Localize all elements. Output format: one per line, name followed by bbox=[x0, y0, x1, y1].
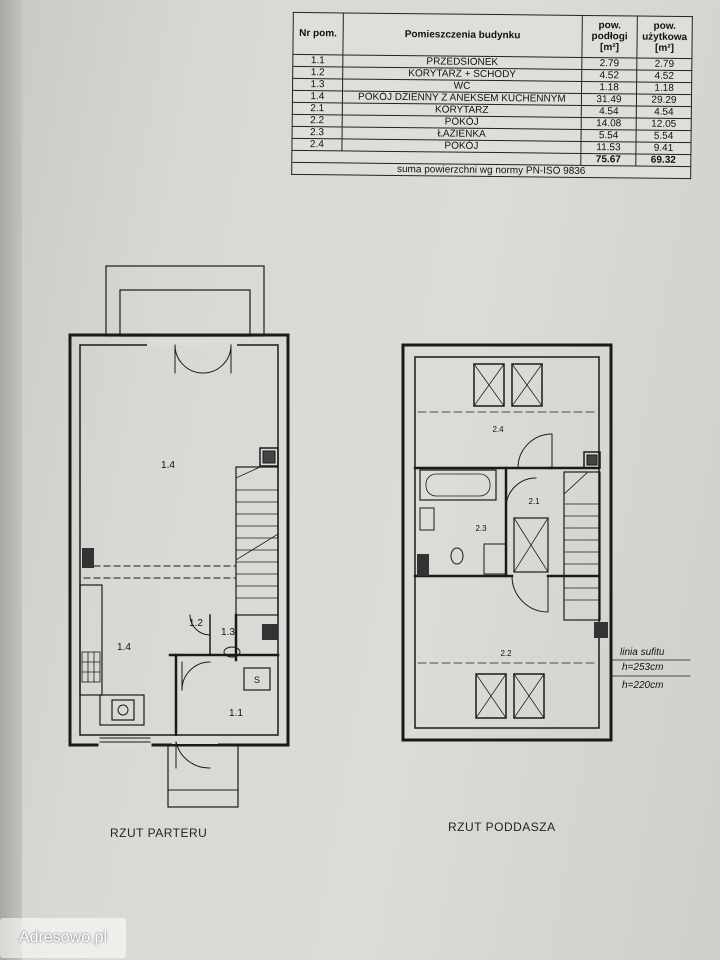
attic-staircase bbox=[563, 471, 601, 621]
label-2-4-room: 2.4 bbox=[492, 425, 504, 434]
attic-door-bath bbox=[505, 477, 537, 509]
kitchen-sink bbox=[111, 699, 135, 721]
label-storage: S bbox=[254, 675, 260, 685]
ground-floor-inner-wall bbox=[79, 344, 279, 736]
ground-vent-block-top bbox=[259, 447, 279, 467]
bathroom-cabinet bbox=[483, 543, 507, 575]
corridor-skylight bbox=[513, 517, 549, 573]
roof-window-bottom-left bbox=[475, 673, 507, 719]
storage-box bbox=[243, 667, 271, 691]
hall-door-swing bbox=[181, 661, 211, 691]
wc-toilet bbox=[223, 646, 241, 658]
ground-stair-treads bbox=[235, 466, 279, 599]
kitchen-counter bbox=[79, 584, 103, 696]
roof-window-bottom-right bbox=[513, 673, 545, 719]
terrace-outline bbox=[105, 265, 265, 337]
label-1-4-kitchen: 1.4 bbox=[117, 642, 131, 653]
adresowo-watermark: Adresowo.pl bbox=[0, 918, 126, 958]
terrace-door-swing-right bbox=[202, 344, 232, 374]
roof-window-top-left bbox=[473, 363, 505, 407]
ground-vent-block-left bbox=[82, 548, 94, 568]
ceiling-height-253: h=253cm bbox=[622, 662, 663, 673]
bathroom-sink bbox=[419, 507, 435, 531]
label-1-2-corridor: 1.2 bbox=[189, 618, 203, 629]
attic-caption: RZUT PODDASZA bbox=[448, 820, 556, 834]
attic-door-top bbox=[517, 433, 553, 469]
attic-plan bbox=[401, 343, 691, 742]
kitchen-counter-bottom bbox=[99, 694, 145, 726]
label-2-3-bathroom: 2.3 bbox=[475, 524, 487, 533]
room-labels: 1.4 1.4 1.2 1.3 1.1 S 2.4 2.1 2.3 2.2 li… bbox=[117, 425, 665, 719]
kitchen-hob bbox=[81, 651, 101, 683]
ceiling-height-220: h=220cm bbox=[622, 680, 663, 691]
label-1-3-wc: 1.3 bbox=[221, 627, 235, 638]
attic-vent-block-right bbox=[594, 622, 608, 638]
sheet-shadow-edge bbox=[0, 0, 22, 960]
attic-inner-wall bbox=[414, 356, 600, 729]
label-2-1-corridor: 2.1 bbox=[528, 497, 540, 506]
ground-floor-caption: RZUT PARTERU bbox=[110, 826, 208, 840]
entrance-door-swing bbox=[175, 741, 211, 769]
label-1-1-vestibule: 1.1 bbox=[229, 708, 243, 719]
attic-outer-wall bbox=[401, 343, 613, 742]
bathroom-toilet bbox=[450, 547, 464, 565]
ground-floor-plan bbox=[68, 265, 290, 808]
ground-staircase bbox=[235, 466, 279, 616]
ground-vent-block-wc bbox=[262, 624, 278, 640]
roof-window-top-right bbox=[511, 363, 543, 407]
bathtub bbox=[419, 469, 497, 501]
terrace-inner-outline bbox=[119, 289, 251, 337]
label-1-4-living: 1.4 bbox=[161, 460, 175, 471]
attic-vent-block-top bbox=[583, 451, 601, 469]
entrance-porch bbox=[167, 744, 239, 808]
attic-door-bottom bbox=[511, 575, 549, 613]
attic-stair-treads bbox=[563, 471, 601, 601]
ceiling-line-label: linia sufitu bbox=[620, 647, 665, 658]
attic-vent-block-left bbox=[417, 554, 429, 576]
terrace-door-swing-left bbox=[174, 344, 204, 374]
label-2-2-room: 2.2 bbox=[500, 649, 512, 658]
